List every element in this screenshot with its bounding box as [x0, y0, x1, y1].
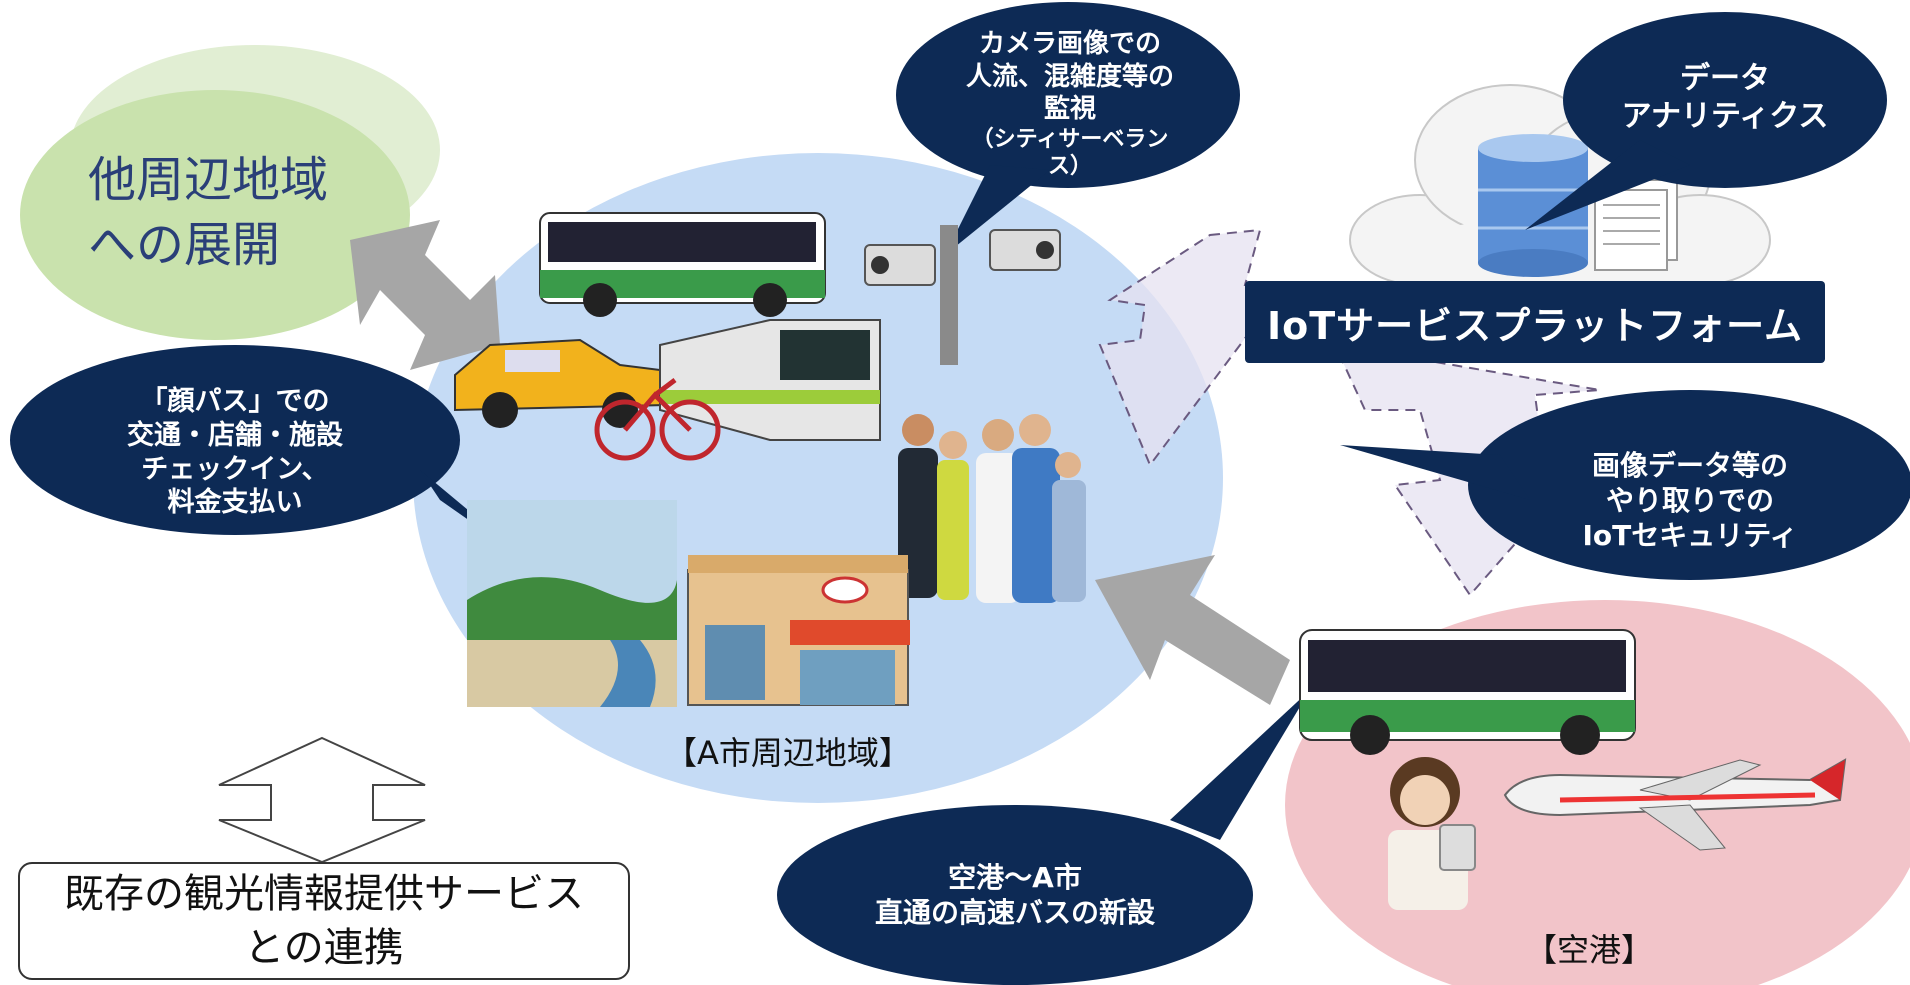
camera-bubble-text: カメラ画像での 人流、混雑度等の 監視 （シティサーベランス）: [960, 28, 1180, 181]
iot-platform-label: IoTサービスプラットフォーム: [1245, 281, 1825, 363]
airplane-icon: [1503, 758, 1847, 851]
camera-line-4: （シティサーベランス）: [971, 126, 1169, 180]
security-line-2: やり取りでの: [1605, 484, 1774, 517]
expansion-arrow: [350, 220, 500, 370]
existing-service-line-2: との連携: [244, 925, 404, 971]
airport-to-city-arrow: [1095, 555, 1290, 705]
airport-bus-line-2: 直通の高速バスの新設: [874, 896, 1155, 929]
camera-line-1: カメラ画像での: [978, 29, 1161, 59]
cctv-camera-icon: [864, 225, 1061, 365]
bicycle-icon: [594, 378, 721, 461]
city-region-label: 【A市周辺地域】: [665, 734, 911, 772]
analytics-line-2: アナリティクス: [1621, 98, 1829, 134]
airport-bus-line-1: 空港～A市: [948, 861, 1082, 894]
analytics-bubble-text: データ アナリティクス: [1600, 60, 1850, 135]
speech-bubbles: [10, 2, 1910, 985]
train-icon: [659, 319, 881, 441]
face-pass-line-4: 料金支払い: [167, 487, 303, 519]
camera-line-3: 監視: [1043, 94, 1096, 124]
green-blob-front: [20, 90, 410, 340]
camera-line-2: 人流、混雑度等の: [965, 61, 1174, 92]
airport-region-label: 【空港】: [1525, 931, 1654, 969]
face-pass-bubble-text: 「顔パス」での 交通・店舗・施設 チェックイン、 料金支払い: [80, 385, 390, 520]
outline-double-arrow: [218, 736, 426, 864]
expansion-label: 他周辺地域 への展開: [88, 148, 388, 278]
shop-icon: [687, 555, 910, 706]
city-bus-icon: [539, 212, 826, 317]
security-bubble-text: 画像データ等の やり取りでの IoTセキュリティ: [1530, 448, 1850, 553]
existing-service-box: 既存の観光情報提供サービス との連携: [18, 862, 630, 980]
data-flow-arrow-left: [1098, 228, 1287, 467]
airport-bus-bubble-text: 空港～A市 直通の高速バスの新設: [840, 860, 1190, 930]
face-pass-line-2: 交通・店舗・施設: [127, 419, 343, 451]
face-pass-line-1: 「顔パス」での: [140, 386, 330, 417]
expansion-line-2: への展開: [88, 216, 281, 273]
expansion-line-1: 他周辺地域: [88, 152, 329, 208]
existing-service-line-1: 既存の観光情報提供サービス: [64, 871, 584, 917]
airport-bus-icon: [1299, 629, 1636, 755]
security-line-3: IoTセキュリティ: [1582, 519, 1798, 552]
face-pass-line-3: チェックイン、: [141, 453, 329, 485]
security-line-1: 画像データ等の: [1591, 449, 1788, 482]
landscape-image: [467, 500, 677, 707]
woman-with-tablet-icon: [1388, 757, 1476, 910]
analytics-line-1: データ: [1680, 61, 1770, 96]
